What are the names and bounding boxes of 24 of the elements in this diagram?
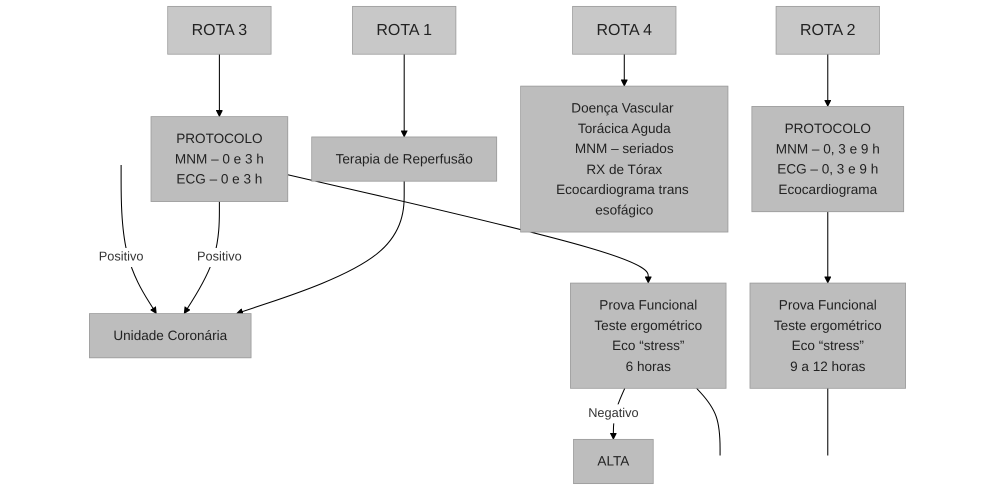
arrow <box>620 54 628 86</box>
node-box: PROTOCOLO MNM – 0, 3 e 9 h ECG – 0, 3 e 9 h Ecocardiograma <box>751 106 904 212</box>
connector <box>696 388 721 456</box>
arrow <box>824 212 832 284</box>
node-box: PROTOCOLO MNM – 0 e 3 h ECG – 0 e 3 h <box>150 116 288 202</box>
node-box: Terapia de Reperfusão <box>311 136 498 182</box>
node-box: ROTA 4 <box>572 6 676 55</box>
node-box: ROTA 3 <box>167 6 272 55</box>
arrow <box>824 54 832 107</box>
connector <box>827 388 828 456</box>
arrow <box>288 174 652 284</box>
node-box: ALTA <box>573 438 654 484</box>
edge-label: Negativo <box>588 406 639 420</box>
edge-label: Positivo <box>197 250 242 264</box>
node-box: Prova Funcional Teste ergométrico Eco “stress” 9 a 12 horas <box>750 282 906 389</box>
node-box: ROTA 2 <box>776 6 880 55</box>
arrow <box>400 54 408 138</box>
node-box: Doença Vascular Torácica Aguda MNM – seriados RX de Tórax Ecocardiograma trans esofágico <box>520 86 728 232</box>
edge-label: Positivo <box>98 250 144 264</box>
arrow <box>216 54 223 117</box>
node-box: Prova Funcional Teste ergométrico Eco “stress” 6 horas <box>570 282 726 389</box>
node-box: ROTA 1 <box>352 6 456 55</box>
node-box: Unidade Coronária <box>89 313 252 358</box>
arrow <box>236 181 405 315</box>
